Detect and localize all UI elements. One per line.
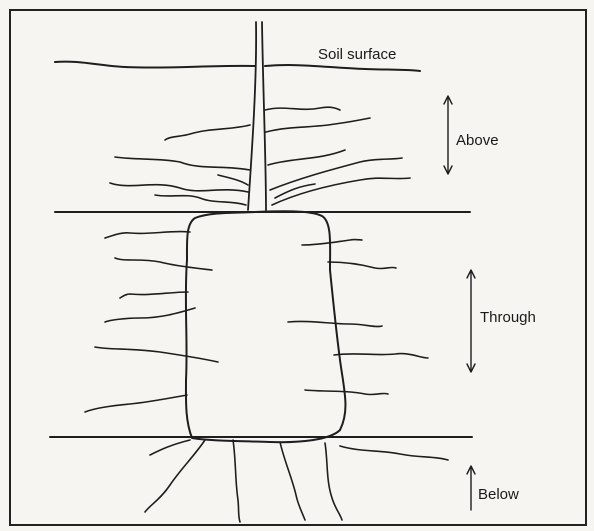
root-segment bbox=[155, 195, 246, 205]
above-label: Above bbox=[456, 132, 499, 149]
root-segment bbox=[305, 390, 388, 395]
root-segment bbox=[105, 232, 190, 238]
root-segment bbox=[328, 262, 396, 269]
through-label: Through bbox=[480, 309, 536, 326]
root-segment bbox=[95, 347, 218, 362]
root-segment bbox=[165, 125, 250, 140]
left-lateral-roots bbox=[85, 232, 218, 412]
right-lateral-roots bbox=[288, 240, 428, 395]
root-segment bbox=[233, 440, 240, 522]
root-segment bbox=[115, 157, 250, 170]
figure-frame bbox=[10, 10, 586, 525]
stem bbox=[248, 22, 266, 210]
lower-roots bbox=[145, 440, 448, 522]
root-segment bbox=[150, 440, 190, 455]
root-segment bbox=[115, 258, 212, 270]
root-segment bbox=[268, 150, 345, 165]
root-segment bbox=[85, 395, 187, 412]
root-segment bbox=[302, 240, 362, 245]
root-segment bbox=[218, 175, 248, 185]
root-segment bbox=[265, 107, 340, 110]
root-segment bbox=[325, 443, 342, 520]
root-segment bbox=[334, 354, 428, 358]
root-segment bbox=[120, 292, 188, 298]
soil-surface-line bbox=[55, 62, 420, 71]
soil-surface-label: Soil surface bbox=[318, 46, 396, 63]
root-ball bbox=[186, 211, 346, 442]
through-arrow bbox=[467, 270, 475, 372]
below-label: Below bbox=[478, 486, 519, 503]
below-arrow bbox=[467, 466, 475, 510]
root-segment bbox=[266, 118, 370, 132]
root-segment bbox=[280, 442, 305, 520]
upper-lateral-roots bbox=[110, 107, 410, 205]
above-arrow bbox=[444, 96, 452, 174]
root-segment bbox=[105, 308, 195, 322]
root-segment bbox=[145, 440, 205, 512]
root-segment bbox=[340, 446, 448, 460]
root-segment bbox=[110, 183, 248, 192]
